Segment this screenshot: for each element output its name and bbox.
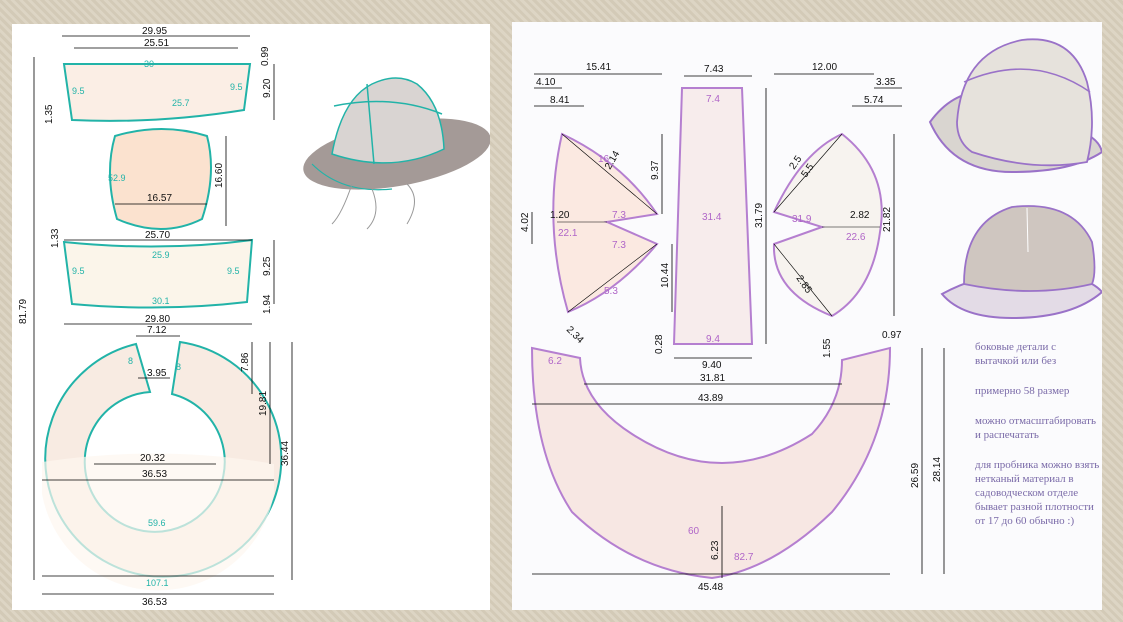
- dart-offset1-label: 4.10: [536, 77, 556, 88]
- strip-offset-label: 0.28: [654, 334, 665, 354]
- band2-side-left-label: 9.5: [72, 266, 85, 276]
- brim-lower-shade: [42, 453, 274, 591]
- strip-mid-label: 31.4: [702, 212, 722, 223]
- top-band-piece: [62, 63, 252, 122]
- bucket-hat-illustration-top: [928, 38, 1102, 174]
- total-height-label: 81.79: [18, 299, 29, 324]
- brim-left-label: 6.2: [548, 356, 562, 367]
- bucket-hat-illustration-bottom: [940, 205, 1102, 320]
- top-width-inner-label: 25.51: [144, 38, 169, 49]
- note-1: боковые детали с вытачкой или без: [975, 341, 1057, 367]
- note-3: можно отмасштабировать и распечатать: [975, 415, 1096, 441]
- brim-inner-width-label-r: 31.81: [700, 373, 725, 384]
- crown-height-label: 16.60: [214, 163, 225, 188]
- dart-offset2-label: 8.41: [550, 95, 570, 106]
- strip-top-label: 7.4: [706, 94, 720, 105]
- middle-band-piece: [62, 238, 254, 309]
- band-top-label: 30: [144, 59, 154, 69]
- band-side-right-label: 9.5: [230, 82, 243, 92]
- right-piece-label-c: 31.9: [792, 214, 812, 225]
- left-piece-label-a: 16: [598, 154, 610, 165]
- brim-slit-left-label: 8: [128, 356, 133, 366]
- brim-inner-gap-label: 3.95: [147, 368, 167, 379]
- band-offset-left-label: 1.35: [44, 104, 55, 124]
- band2-side-right-label: 9.5: [227, 266, 240, 276]
- left-piece-label-b: 2.14: [603, 149, 622, 172]
- right-pattern-drawing: 15.41 4.10 8.41 7.43 12.00 3.35 5.74 16 …: [520, 38, 1102, 593]
- crown-width-label: 16.57: [147, 193, 172, 204]
- brim-outer-arc-label: 82.7: [734, 552, 754, 563]
- left-side-piece: [552, 132, 659, 314]
- band-bottom-label: 25.7: [172, 98, 190, 108]
- strip-height-label: 31.79: [754, 203, 765, 228]
- band-offset-right-label: 0.99: [260, 46, 271, 66]
- left-piece-lower-label: 10.44: [660, 263, 671, 288]
- brim-half-height-label: 19.81: [258, 391, 269, 416]
- left-pattern-panel: 81.79 29.95 25.51 30 9.5 9.5 25.7 9.20 0…: [12, 24, 490, 610]
- brim-height2-label: 28.14: [932, 457, 943, 482]
- left-piece-label-h: 5.3: [604, 286, 618, 297]
- brim-outer-width-label-r: 43.89: [698, 393, 723, 404]
- bottom-width-label: 36.53: [142, 597, 167, 608]
- left-piece-label-f: 1.20: [550, 210, 570, 221]
- brim-inner-width-label: 20.32: [140, 453, 165, 464]
- left-piece-height-label: 9.37: [650, 160, 661, 180]
- left-pattern-drawing: 81.79 29.95 25.51 30 9.5 9.5 25.7 9.20 0…: [18, 26, 490, 608]
- notes-block: боковые детали с вытачкой или без пример…: [975, 340, 1100, 544]
- right-pattern-panel: 15.41 4.10 8.41 7.43 12.00 3.35 5.74 16 …: [512, 22, 1102, 610]
- right-piece-label-d: 2.82: [850, 210, 870, 221]
- band2-top-width-label: 25.70: [145, 230, 170, 241]
- band2-offset-left-label: 1.33: [50, 228, 61, 248]
- band2-bottom-label: 30.1: [152, 296, 170, 306]
- strip-width-label: 7.43: [704, 64, 724, 75]
- crown-perimeter-label: 52.9: [108, 173, 126, 183]
- fedora-hat-illustration: [303, 77, 490, 230]
- half-brim-piece: [530, 346, 892, 580]
- brim-gap-label: 7.12: [147, 325, 167, 336]
- band2-bottom-width-label: 29.80: [145, 314, 170, 325]
- left-piece-label-c: 7.3: [612, 210, 626, 221]
- note-2: примерно 58 размер: [975, 385, 1070, 397]
- brim-total-height-label: 36.44: [280, 441, 291, 466]
- brim-slit-height-label: 7.86: [240, 352, 251, 372]
- brim-height1-label: 26.59: [910, 463, 921, 488]
- band2-offset-right-label: 1.94: [262, 294, 273, 314]
- side-offset2-label: 5.74: [864, 95, 884, 106]
- right-piece-label-e: 22.6: [846, 232, 866, 243]
- brim-depth-label: 6.23: [710, 540, 721, 560]
- right-piece-height-label: 21.82: [882, 207, 893, 232]
- brim-offset-right-label: 0.97: [882, 330, 902, 341]
- center-strip-piece: [672, 87, 754, 345]
- band-height-label: 9.20: [262, 78, 273, 98]
- left-piece-label-d: 7.3: [612, 240, 626, 251]
- top-width-outer-label: 29.95: [142, 26, 167, 37]
- top-left-width-label: 15.41: [586, 62, 611, 73]
- brim-total-width-label: 45.48: [698, 582, 723, 593]
- band-side-left-label: 9.5: [72, 86, 85, 96]
- brim-slit-right-label: 8: [176, 362, 181, 372]
- left-piece-label-e: 22.1: [558, 228, 578, 239]
- brim-outer-width-label: 36.53: [142, 469, 167, 480]
- strip-bottom-label: 9.4: [706, 334, 720, 345]
- left-piece-label-i: 2.34: [564, 324, 586, 346]
- note-4: для пробника можно взять нетканый матери…: [975, 459, 1100, 527]
- band2-height-label: 9.25: [262, 256, 273, 276]
- brim-offset-right2-label: 1.55: [822, 338, 833, 358]
- brim-outer-label: 107.1: [146, 578, 169, 588]
- band2-top-label: 25.9: [152, 250, 170, 260]
- side-offset1-label: 3.35: [876, 77, 896, 88]
- brim-inner-label: 59.6: [148, 518, 166, 528]
- side-width-label: 12.00: [812, 62, 837, 73]
- strip-bottom-width-label: 9.40: [702, 360, 722, 371]
- left-piece-label-g: 4.02: [520, 212, 531, 232]
- brim-inner-arc-label: 60: [688, 526, 700, 537]
